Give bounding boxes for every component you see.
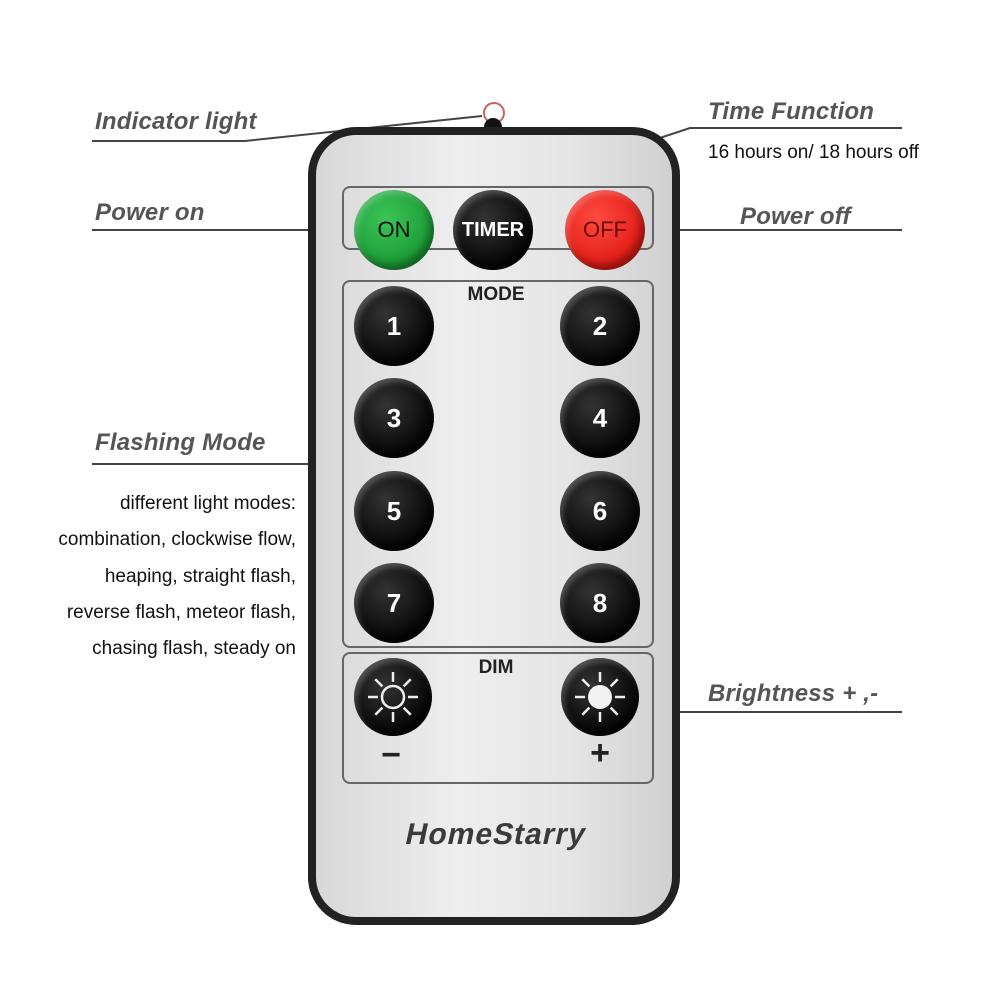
mode-4-button[interactable]: 4 (560, 378, 640, 458)
timer-button[interactable]: TIMER (453, 190, 533, 270)
mode-8-button[interactable]: 8 (560, 563, 640, 643)
brand-logo: HomeStarry (402, 818, 590, 851)
dim-up-button[interactable] (561, 658, 639, 736)
modes-description-line: heaping, straight flash, (104, 565, 296, 587)
indicator-leader-line (92, 115, 483, 142)
mode-5-button[interactable]: 5 (354, 471, 434, 551)
modes-description: different light modes: combination, cloc… (58, 486, 296, 667)
dim-down-button[interactable] (354, 658, 432, 736)
modes-description-line: combination, clockwise flow, (58, 529, 296, 551)
modes-description-line: reverse flash, meteor flash, (66, 601, 296, 623)
power-on-label: Power on (95, 199, 205, 226)
time-function-detail: 16 hours on/ 18 hours off (708, 142, 919, 163)
sun-outline-icon (368, 672, 418, 722)
mode-2-button[interactable]: 2 (560, 286, 640, 366)
time-function-label: Time Function (708, 98, 875, 125)
plus-label: + (590, 734, 610, 772)
dim-panel (342, 652, 654, 784)
indicator-light (484, 118, 502, 128)
off-button[interactable]: OFF (565, 190, 645, 270)
mode-7-button[interactable]: 7 (354, 563, 434, 643)
dim-label: DIM (478, 657, 514, 678)
power-off-label: Power off (740, 203, 851, 230)
flashing-mode-label: Flashing Mode (95, 429, 266, 456)
on-button[interactable]: ON (354, 190, 434, 270)
mode-label: MODE (467, 284, 525, 305)
modes-description-line: chasing flash, steady on (92, 638, 296, 660)
modes-description-line: different light modes: (119, 493, 296, 514)
mode-6-button[interactable]: 6 (560, 471, 640, 551)
brightness-label: Brightness + ,- (708, 680, 879, 707)
mode-1-button[interactable]: 1 (354, 286, 434, 366)
indicator-light-label: Indicator light (95, 108, 257, 135)
mode-3-button[interactable]: 3 (354, 378, 434, 458)
mode-panel (342, 280, 654, 648)
minus-label: − (381, 736, 401, 774)
sun-filled-icon (575, 672, 625, 722)
